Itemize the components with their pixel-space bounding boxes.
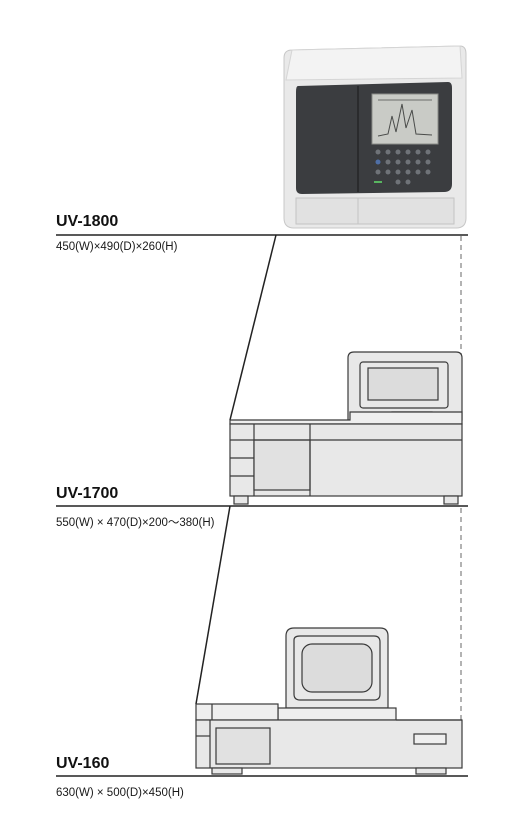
- dimensions-uv-1800: 450(W)×490(D)×260(H): [56, 241, 178, 253]
- uv-160-outline-drawing: [195, 627, 463, 775]
- model-name-uv-160: UV-160: [56, 755, 110, 772]
- dimensions-uv-1700: 550(W) × 470(D)×200〜380(H): [56, 517, 215, 529]
- keypad: [375, 149, 431, 185]
- dimensions-uv-160: 630(W) × 500(D)×450(H): [56, 787, 184, 799]
- power-indicator: [374, 181, 382, 183]
- comparison-guides: [56, 234, 468, 777]
- model-name-uv-1700: UV-1700: [56, 485, 119, 502]
- screen-spectrum-graph: [377, 99, 433, 137]
- model-name-uv-1800: UV-1800: [56, 213, 119, 230]
- uv-1800-instrument-image: [283, 45, 467, 229]
- uv-1700-outline-drawing: [229, 351, 463, 505]
